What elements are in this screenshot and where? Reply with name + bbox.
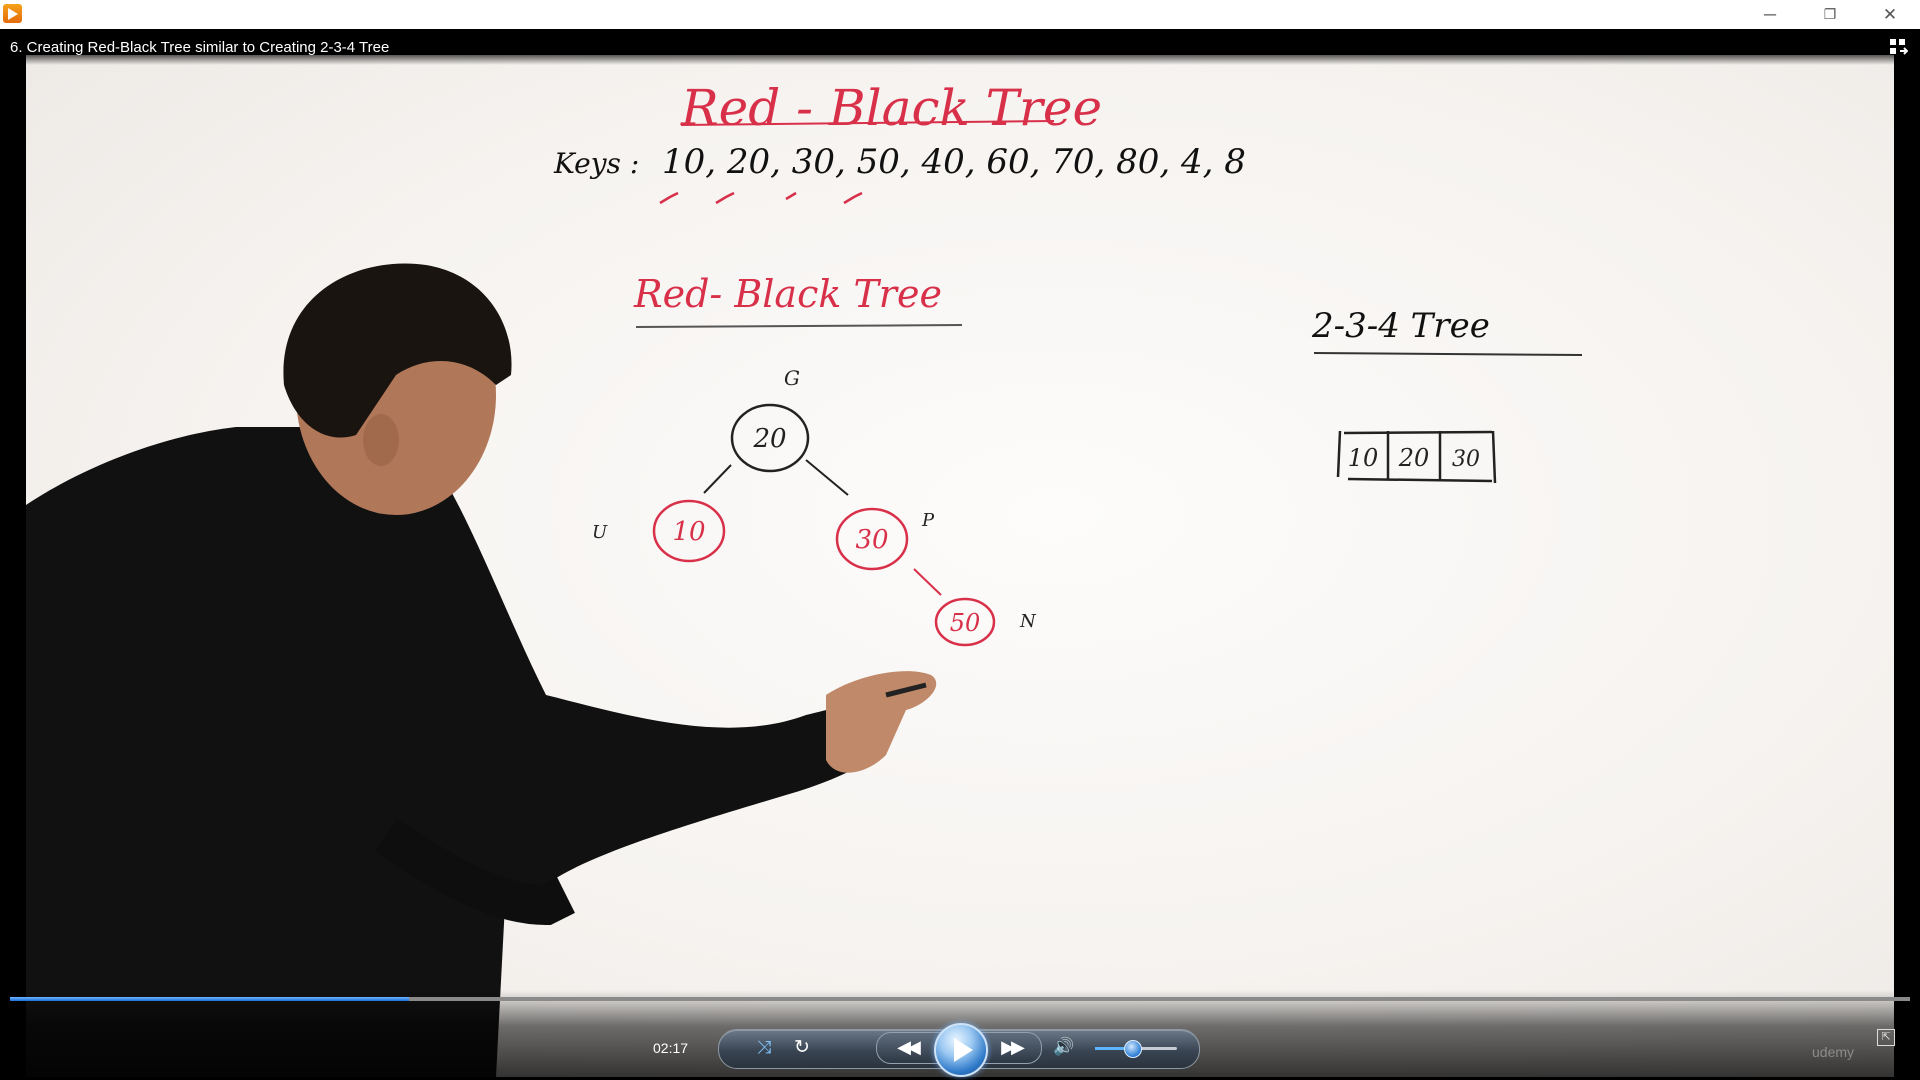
tag-grandparent: G xyxy=(784,366,800,390)
whiteboard-drawing: Red - Black Tree Keys : 10, 20, 30, 50, … xyxy=(26,79,1583,1077)
compact-mode-button[interactable]: ⇱ xyxy=(1877,1029,1895,1046)
previous-button[interactable]: ◀◀ xyxy=(897,1037,921,1057)
play-button[interactable] xyxy=(934,1023,988,1077)
node234-key-1: 10 xyxy=(1348,444,1379,472)
video-frame[interactable]: Red - Black Tree Keys : 10, 20, 30, 50, … xyxy=(26,55,1894,1077)
volume-knob[interactable] xyxy=(1123,1040,1142,1058)
presenter xyxy=(26,263,937,1077)
switch-to-library-icon[interactable] xyxy=(1890,39,1908,55)
rb-subheading: Red- Black Tree xyxy=(633,272,942,316)
tag-uncle: U xyxy=(592,522,608,543)
seek-bar[interactable] xyxy=(10,997,1910,1001)
shuffle-icon[interactable]: ⤨ xyxy=(756,1037,772,1057)
window-titlebar: ─ ❐ ✕ xyxy=(0,0,1920,29)
tag-parent: P xyxy=(921,510,935,531)
close-button[interactable]: ✕ xyxy=(1882,5,1898,24)
keys-list: 10, 20, 30, 50, 40, 60, 70, 80, 4, 8 xyxy=(662,142,1246,182)
volume-level xyxy=(1095,1047,1132,1050)
current-time: 02:17 xyxy=(653,1040,689,1056)
board-heading: Red - Black Tree xyxy=(680,79,1102,137)
node-left: 10 xyxy=(672,517,705,547)
tree234-subheading: 2-3-4 Tree xyxy=(1311,306,1490,346)
video-title-bar: 6. Creating Red-Black Tree similar to Cr… xyxy=(0,29,1920,65)
maximize-button[interactable]: ❐ xyxy=(1823,6,1837,22)
tag-new-node: N xyxy=(1019,611,1037,632)
next-button[interactable]: ▶▶ xyxy=(1001,1037,1025,1057)
node234-key-2: 20 xyxy=(1398,444,1430,472)
seek-progress xyxy=(10,997,409,1001)
media-player-icon[interactable] xyxy=(3,4,22,23)
keys-label: Keys : xyxy=(553,147,639,180)
video-title: 6. Creating Red-Black Tree similar to Cr… xyxy=(10,39,390,56)
node-right: 30 xyxy=(855,525,888,555)
repeat-icon[interactable]: ↻ xyxy=(794,1037,810,1058)
node-root: 20 xyxy=(752,424,786,454)
minimize-button[interactable]: ─ xyxy=(1763,5,1777,24)
node234-key-3: 30 xyxy=(1452,447,1480,472)
watermark-logo: udemy xyxy=(1812,1044,1855,1060)
volume-icon[interactable]: 🔊 xyxy=(1053,1037,1075,1056)
node-right-child: 50 xyxy=(950,609,981,637)
